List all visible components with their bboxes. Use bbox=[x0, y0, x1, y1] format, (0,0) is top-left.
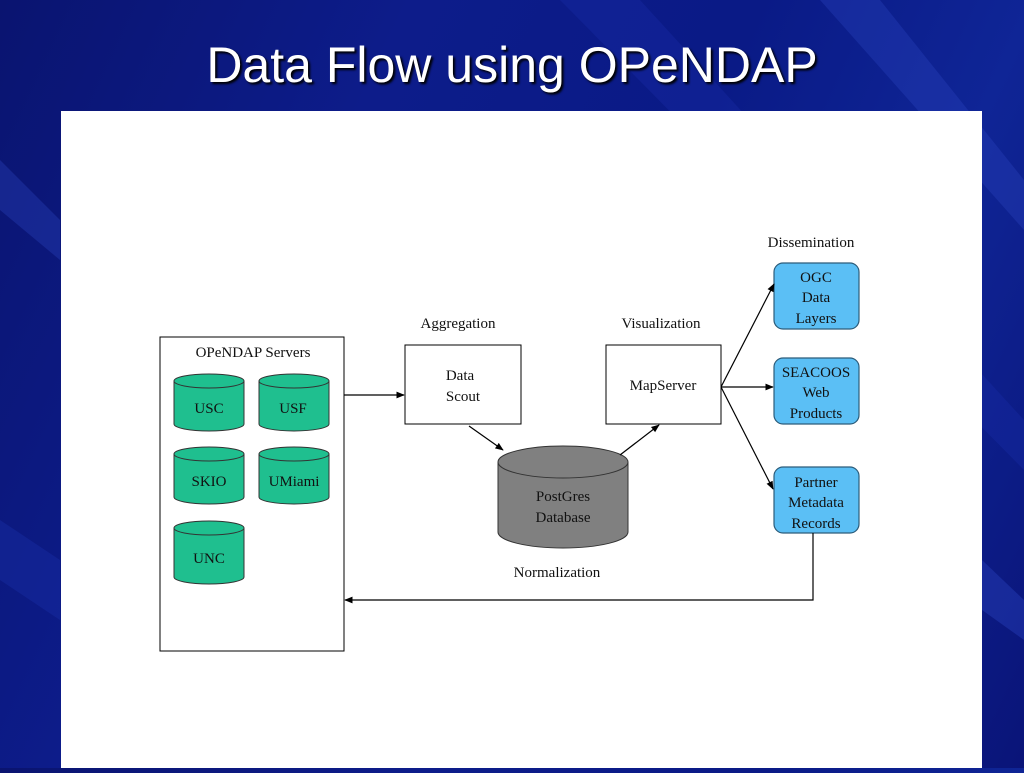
servers-label: OPeNDAP Servers bbox=[196, 345, 311, 361]
diagram-canvas: OPeNDAP Servers USC USF SKIO UMiami bbox=[61, 111, 982, 768]
mapserver-label: MapServer bbox=[630, 378, 697, 394]
aggregation-label: Aggregation bbox=[421, 316, 496, 332]
output-line: SEACOOS bbox=[782, 365, 850, 381]
normalization-stage: PostGres Database Normalization bbox=[497, 445, 629, 581]
data-scout-box bbox=[404, 344, 522, 425]
postgres-db-top bbox=[497, 445, 629, 479]
server-db-label: UNC bbox=[193, 551, 225, 567]
server-db-usc: USC bbox=[173, 373, 245, 432]
output-ogc-data-layers: OGC Data Layers bbox=[773, 262, 860, 330]
normalization-label: Normalization bbox=[514, 565, 601, 581]
opendap-servers-group: OPeNDAP Servers USC USF SKIO UMiami bbox=[159, 336, 345, 652]
connectors bbox=[344, 283, 814, 604]
postgres-line-2: Database bbox=[536, 510, 591, 526]
output-line: Metadata bbox=[788, 495, 844, 511]
postgres-line-1: PostGres bbox=[536, 489, 590, 505]
output-seacoos-web-products: SEACOOS Web Products bbox=[773, 357, 860, 425]
server-db-label: USF bbox=[279, 401, 307, 417]
postgres-db-body bbox=[497, 462, 629, 549]
output-line: OGC bbox=[800, 270, 832, 286]
server-db-label: UMiami bbox=[269, 474, 320, 490]
dissemination-stage: Dissemination OGC Data Layers SEACOOS We… bbox=[768, 235, 860, 534]
visualization-label: Visualization bbox=[621, 316, 701, 332]
output-line: Partner bbox=[794, 475, 837, 491]
output-line: Products bbox=[790, 406, 843, 422]
output-line: Layers bbox=[796, 311, 837, 327]
server-db-skio: SKIO bbox=[173, 446, 245, 505]
dissemination-label: Dissemination bbox=[768, 235, 855, 251]
data-scout-line-1: Data bbox=[446, 368, 475, 384]
output-line: Records bbox=[791, 516, 840, 532]
server-db-label: SKIO bbox=[191, 474, 226, 490]
visualization-stage: Visualization MapServer bbox=[605, 316, 722, 425]
arrow-datascout-to-postgres bbox=[468, 425, 504, 451]
arrow-partner-to-servers bbox=[344, 533, 814, 604]
mapserver-box bbox=[605, 344, 722, 425]
server-db-umiami: UMiami bbox=[258, 446, 330, 505]
server-db-label: USC bbox=[194, 401, 223, 417]
data-scout-line-2: Scout bbox=[446, 389, 481, 405]
arrow-mapserver-to-partner bbox=[720, 386, 774, 490]
server-db-unc: UNC bbox=[173, 520, 245, 585]
arrow-postgres-to-mapserver bbox=[619, 424, 660, 456]
output-line: Web bbox=[802, 385, 829, 401]
data-flow-diagram: OPeNDAP Servers USC USF SKIO UMiami bbox=[159, 235, 860, 652]
server-db-usf: USF bbox=[258, 373, 330, 432]
slide-title: Data Flow using OPeNDAP bbox=[206, 37, 818, 93]
arrow-mapserver-to-ogc bbox=[720, 283, 775, 388]
aggregation-stage: Aggregation Data Scout bbox=[404, 316, 522, 425]
output-line: Data bbox=[802, 290, 831, 306]
output-partner-metadata-records: Partner Metadata Records bbox=[773, 466, 860, 534]
